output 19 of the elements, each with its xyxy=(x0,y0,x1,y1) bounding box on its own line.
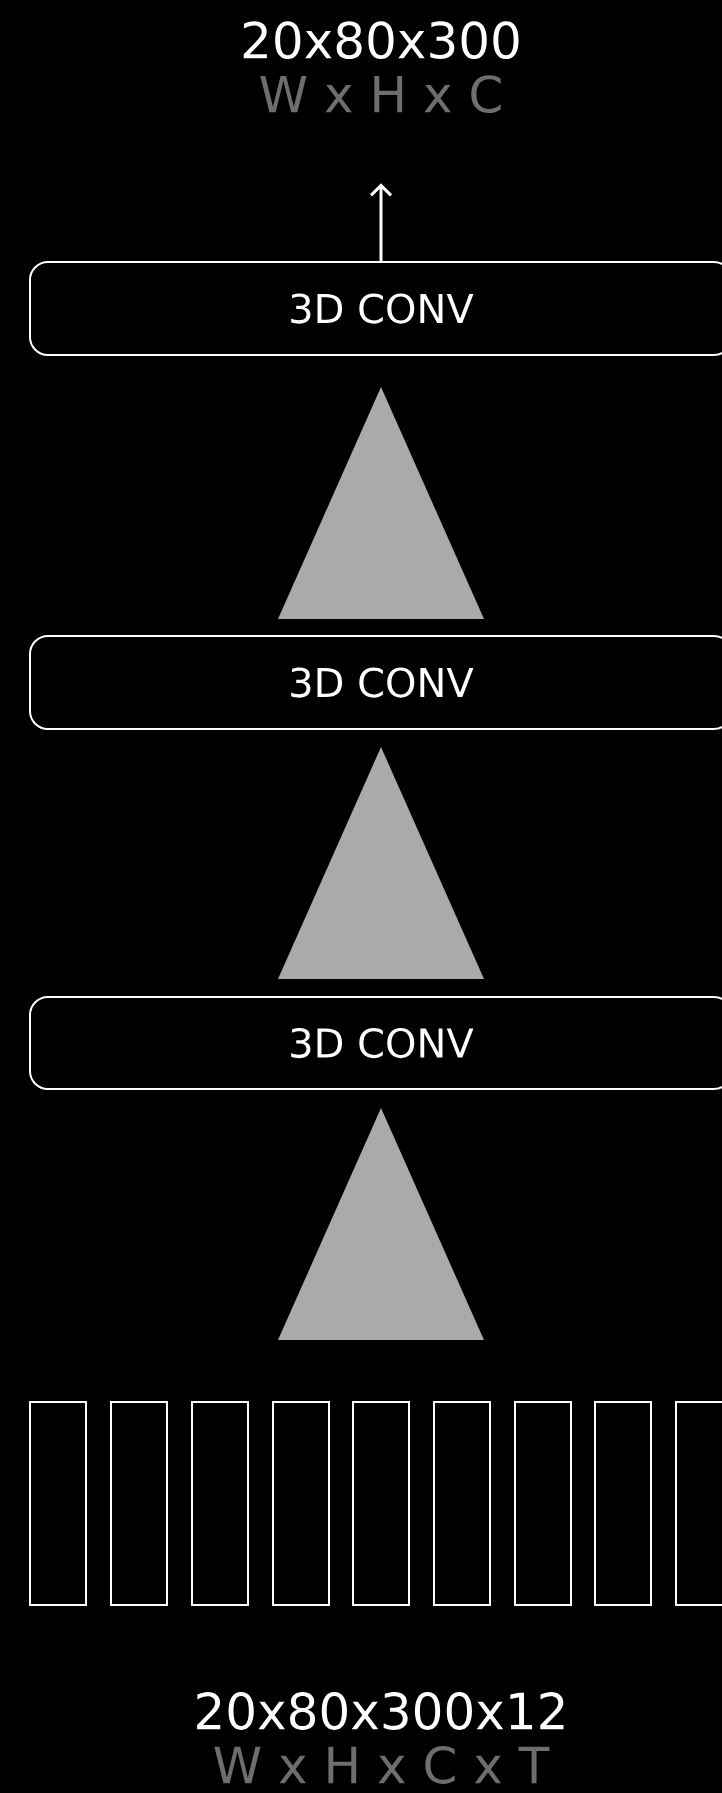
triangle xyxy=(278,1108,484,1340)
frame-box xyxy=(29,1401,87,1606)
frame-box xyxy=(272,1401,330,1606)
dimension-text: 20x80x300 W x H x C xyxy=(243,21,519,114)
frame-box xyxy=(514,1401,572,1606)
dimension-text: W x H x C x T xyxy=(214,1746,550,1784)
frame-box xyxy=(594,1401,652,1606)
frame-box xyxy=(191,1401,249,1606)
layer-box: 3D CONV xyxy=(29,996,722,1090)
frame-box xyxy=(433,1401,491,1606)
layer-box: 3D CONV xyxy=(29,261,722,356)
frame-box xyxy=(110,1401,168,1606)
triangle xyxy=(278,387,484,619)
triangle xyxy=(278,747,484,979)
frame-box xyxy=(352,1401,410,1606)
layer-box: 3D CONV xyxy=(29,635,722,730)
arrow xyxy=(369,183,393,261)
frame-box xyxy=(675,1401,722,1606)
dimension-text: 20x80x300x12 xyxy=(197,1692,564,1730)
